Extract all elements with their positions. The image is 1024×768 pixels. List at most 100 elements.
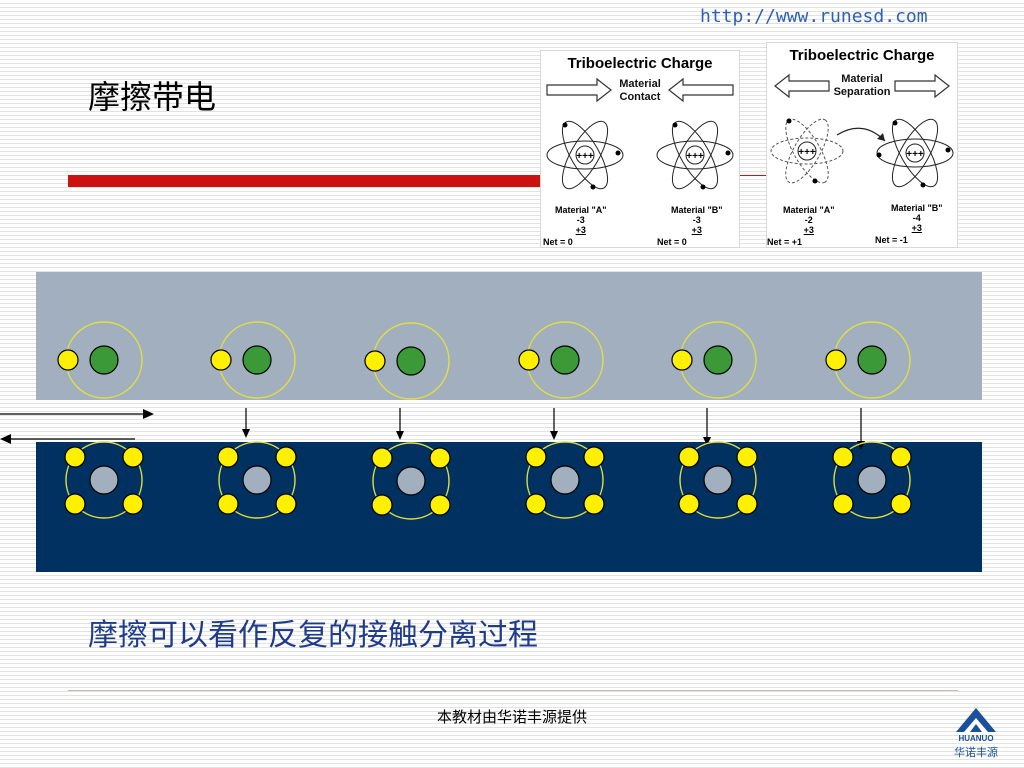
transfer-arrow-icon [703,408,711,446]
electron [217,446,239,468]
lower-atom-icon [64,441,144,519]
electron [525,446,547,468]
contact-b-net: Net = 0 [657,237,687,247]
footer-divider [68,690,958,691]
electron [57,349,79,371]
lower-atom-icon [525,441,605,519]
arrow-left-icon [774,73,830,99]
electron [371,494,393,516]
electron [429,494,451,516]
atom-a-icon: +++ [546,120,624,190]
arrow-right-icon [546,77,612,103]
atom-b-icon: +++ [876,118,954,188]
atom-a-icon: +++ [770,118,844,184]
lower-atom-icon [371,442,451,520]
upper-atom-icon [57,321,143,399]
upper-nucleus [550,345,580,375]
atom-orbit [833,441,911,519]
upper-nucleus [396,346,426,376]
lower-nucleus [550,465,580,495]
contact-b-label: Material "B" -3 +3 [671,205,723,235]
arrow-right-icon [894,73,950,99]
svg-text:+++: +++ [798,147,816,158]
huanuo-logo-cn: 华诺丰源 [954,746,998,759]
electron [275,446,297,468]
separation-diagram-subtitle-2: Separation [833,86,891,98]
slide-caption: 摩擦可以看作反复的接触分离过程 [88,618,538,653]
contact-a-label: Material "A" -3 +3 [555,205,607,235]
electron [583,446,605,468]
atom-orbit [372,442,450,520]
huanuo-logo-name: HUANUO [958,734,994,743]
contact-a-net: Net = 0 [543,237,573,247]
atom-orbit [679,441,757,519]
separation-a-label: Material "A" -2 +3 [783,205,835,235]
electron [525,493,547,515]
contact-diagram-title: Triboelectric Charge [567,55,713,72]
curved-arrow-icon [836,127,886,142]
contact-diagram-subtitle-1: Material [619,78,661,90]
electron [210,349,232,371]
huanuo-logo: HUANUO 华诺丰源 [948,706,1004,759]
electron [832,493,854,515]
electron [736,493,758,515]
separation-diagram-art: +++ +++ [770,73,954,188]
upper-nucleus [89,345,119,375]
atom-b-icon: +++ [656,120,734,190]
separation-diagram-title: Triboelectric Charge [789,47,935,64]
separation-b-label: Material "B" -4 +3 [891,203,943,233]
electron [364,350,386,372]
electron [671,349,693,371]
transfer-arrow-icon [242,408,250,438]
electron [122,493,144,515]
contact-diagram-art: +++ +++ [546,77,734,190]
motion-arrows [0,409,154,444]
electron [678,446,700,468]
atom-orbit [65,441,143,519]
electron [736,446,758,468]
electron [64,493,86,515]
lower-nucleus [396,466,426,496]
arrow-left-icon [668,77,734,103]
electron [890,446,912,468]
separation-b-net: Net = -1 [875,235,908,245]
upper-atom-icon [825,321,911,399]
electron [64,446,86,468]
lower-atom-icon [832,441,912,519]
electron [583,493,605,515]
transfer-arrow-icon [550,408,558,440]
lower-nucleus [89,465,119,495]
lower-nucleus [857,465,887,495]
electron [518,349,540,371]
svg-text:+++: +++ [686,151,704,162]
contact-diagram: Triboelectric Charge Material Contact ++… [540,50,740,248]
electron [429,447,451,469]
footer-text: 本教材由华诺丰源提供 [436,708,587,726]
upper-nucleus [242,345,272,375]
electron [890,493,912,515]
friction-diagram [0,272,982,572]
svg-text:+++: +++ [906,149,924,160]
electron [678,493,700,515]
transfer-arrow-icon [396,408,404,440]
electron [825,349,847,371]
electron [371,447,393,469]
svg-text:+++: +++ [576,151,594,162]
separation-diagram-subtitle-1: Material [841,73,883,85]
upper-atom-icon [210,321,296,399]
lower-atom-icon [217,441,297,519]
title-underline-bar [68,175,546,187]
contact-diagram-subtitle-2: Contact [619,91,661,103]
atom-orbit [526,441,604,519]
upper-atom-icon [671,321,757,399]
lower-nucleus [242,465,272,495]
electron [122,446,144,468]
upper-atom-icon [518,321,604,399]
separation-a-net: Net = +1 [767,237,803,247]
huanuo-logo-icon [956,708,996,732]
slide-title: 摩擦带电 [88,78,217,116]
upper-material [36,272,982,400]
atom-orbit [218,441,296,519]
header-url[interactable]: http://www.runesd.com [700,6,928,27]
electron [275,493,297,515]
